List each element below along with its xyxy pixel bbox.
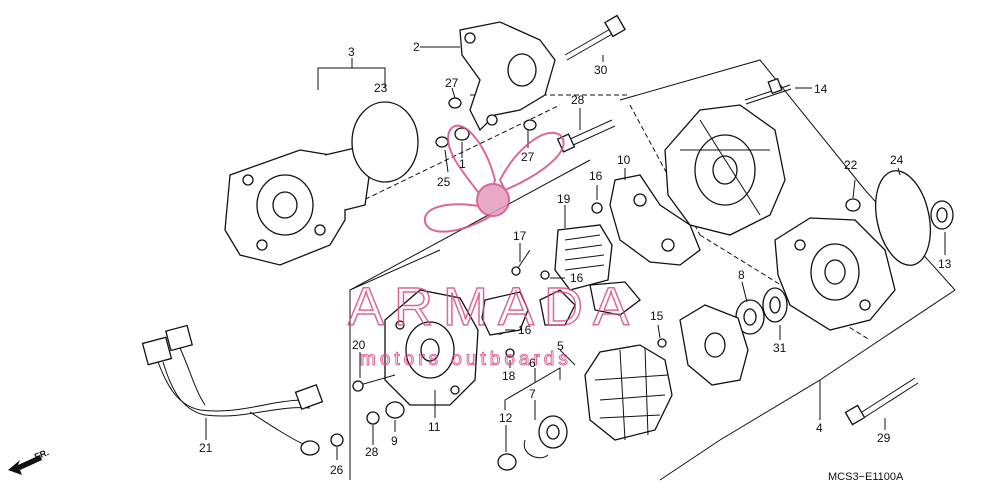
label-17: 17 <box>513 229 527 243</box>
screw-16a <box>591 202 603 214</box>
drive-end-housing <box>224 147 371 266</box>
front-direction-label: FR. <box>33 447 50 462</box>
bolt-28 <box>556 119 616 153</box>
bearing-7 <box>538 415 568 449</box>
label-12: 12 <box>499 411 513 425</box>
label-8: 8 <box>738 268 745 282</box>
watermark-logo: ARMADA motors outboards <box>347 124 639 371</box>
label-28b: 28 <box>365 445 379 459</box>
label-6: 6 <box>529 356 536 370</box>
diagram-reference-code: MCS3−E1100A <box>828 471 904 483</box>
label-28a: 28 <box>571 93 585 107</box>
label-21: 21 <box>199 441 213 455</box>
label-3: 3 <box>348 45 355 59</box>
label-11: 11 <box>428 420 441 434</box>
bolt-30 <box>564 14 626 61</box>
callout-bracket-6-7 <box>504 367 561 410</box>
leader-lines <box>205 46 946 460</box>
label-27b: 27 <box>521 150 535 164</box>
nut-26 <box>330 433 344 447</box>
mounting-bracket <box>459 21 556 132</box>
part-labels: 3 23 2 27 27 25 1 30 28 14 10 16 19 17 1… <box>199 40 952 477</box>
label-10: 10 <box>617 153 631 167</box>
screw-16b <box>540 270 550 280</box>
nut-25 <box>435 136 449 148</box>
label-16a: 16 <box>589 169 603 183</box>
bolt-20 <box>352 374 396 392</box>
label-2: 2 <box>413 40 420 54</box>
label-9: 9 <box>391 434 398 448</box>
collar-1 <box>454 127 470 141</box>
bushing-27a <box>448 97 462 109</box>
label-30: 30 <box>594 63 608 77</box>
rear-end-cover <box>774 217 896 331</box>
front-arrow-icon <box>8 455 42 475</box>
bushing-27b <box>523 119 537 131</box>
screw-15 <box>657 338 667 348</box>
label-7: 7 <box>529 387 536 401</box>
label-15: 15 <box>650 309 664 323</box>
watermark-subtitle: motors outboards <box>360 349 572 370</box>
label-16b: 16 <box>570 271 584 285</box>
washer-12 <box>497 453 517 471</box>
watermark-title: ARMADA <box>348 277 639 337</box>
label-31: 31 <box>773 341 787 355</box>
o-ring-24 <box>875 170 931 266</box>
front-direction-indicator: FR. <box>8 447 50 475</box>
label-13: 13 <box>938 257 952 271</box>
label-4: 4 <box>816 421 823 435</box>
bolt-14 <box>744 77 792 105</box>
nut-28 <box>366 411 380 425</box>
label-5: 5 <box>557 339 564 353</box>
brush-holder-10 <box>609 174 701 266</box>
label-26: 26 <box>330 463 344 477</box>
regulator-19 <box>554 224 613 291</box>
label-19: 19 <box>557 192 571 206</box>
label-14: 14 <box>814 82 828 96</box>
label-16c: 16 <box>518 323 532 337</box>
label-23: 23 <box>374 81 388 95</box>
screw-17 <box>511 249 531 276</box>
label-1: 1 <box>459 157 466 171</box>
connector-block-5 <box>481 281 641 336</box>
label-22: 22 <box>844 158 858 172</box>
label-25: 25 <box>437 175 451 189</box>
fan-plate <box>679 304 749 386</box>
snap-ring <box>523 439 549 459</box>
grommet-9 <box>385 401 405 419</box>
rear-plate-11 <box>384 289 479 406</box>
rotor-6 <box>584 344 673 441</box>
seal-31 <box>762 287 788 323</box>
nut-22 <box>845 198 861 212</box>
label-27a: 27 <box>445 76 459 90</box>
label-20: 20 <box>352 338 366 352</box>
oil-seal-13 <box>930 200 954 230</box>
screw-18 <box>505 348 515 358</box>
label-24: 24 <box>890 153 904 167</box>
label-29: 29 <box>877 431 891 445</box>
o-ring-23 <box>351 101 419 183</box>
wire-harness-21 <box>141 324 324 456</box>
stator-housing <box>664 104 786 236</box>
bolt-29 <box>844 377 919 426</box>
label-18: 18 <box>502 369 516 383</box>
